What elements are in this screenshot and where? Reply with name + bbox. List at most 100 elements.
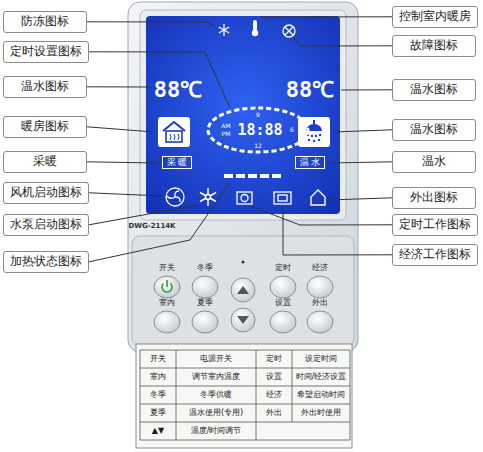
fan-icon: [166, 188, 184, 206]
heating-level-bars: [272, 174, 281, 178]
button-label: 经济: [312, 264, 328, 273]
antifreeze-icon: [219, 24, 229, 36]
button-panel: [132, 236, 354, 346]
clock-mark: AM: [221, 123, 230, 130]
table-cell: 温水使用(专用): [189, 409, 243, 418]
control-button: [270, 311, 296, 333]
pump-icon: [200, 188, 216, 206]
power-symbol: [162, 280, 172, 292]
table-cell: 温度/时间调节: [191, 427, 242, 436]
away-icon: [311, 190, 325, 205]
clock-mark: 9: [256, 112, 260, 119]
callout-box: 温水图标: [392, 119, 476, 141]
heating-level-bars: [248, 174, 257, 178]
table-cell: 经济: [266, 391, 282, 400]
callout-box: 定时设置图标: [3, 41, 89, 63]
table-grid: [256, 350, 257, 440]
leader-line: [89, 182, 230, 262]
timer-icon: [237, 192, 252, 204]
thermometer-icon: [252, 30, 258, 36]
fan-icon: [167, 191, 180, 202]
button-label: 设置: [275, 299, 291, 308]
table-cell: 外出时使用: [301, 409, 341, 418]
node-text: 控制室内暖房: [399, 9, 471, 25]
button-label: 外出: [312, 299, 328, 308]
mode-button-label: 温 水: [295, 156, 326, 169]
heating-level-bars: [260, 174, 269, 178]
leader-line: [87, 22, 215, 26]
control-button: [154, 276, 333, 333]
temperature-readout: 88℃: [154, 78, 203, 102]
device-body: [128, 2, 358, 352]
hot-water-icon: [307, 134, 321, 142]
fault-icon: [283, 25, 295, 37]
table-grid: [140, 404, 350, 405]
table-grid: [140, 440, 350, 441]
control-button: [231, 308, 255, 332]
button-label: 夏季: [197, 299, 213, 308]
thermometer-icon: [252, 20, 258, 36]
hot-water-icon: [313, 140, 315, 142]
control-button: [270, 276, 296, 298]
table-cell: 设定时间: [305, 355, 337, 364]
table-grid: [350, 350, 351, 440]
node-text: 温水图标: [399, 122, 469, 138]
node-text: 故障图标: [399, 38, 469, 54]
hot-water-icon: [319, 134, 321, 136]
table-cell: 定时: [266, 355, 282, 364]
callout-box: 温水图标: [3, 76, 87, 98]
clock-dial: [208, 108, 308, 152]
leader-line: [260, 16, 392, 17]
table-cell: 设置: [266, 373, 282, 382]
callout-box: 经济工作图标: [392, 244, 478, 266]
economy-icon: [274, 192, 291, 204]
button-label: 室内: [159, 299, 175, 308]
leader-line: [334, 130, 392, 132]
pump-icon: [206, 195, 211, 200]
hot-water-icon: [311, 135, 313, 137]
control-button: [231, 278, 255, 302]
hot-water-icon: [298, 117, 330, 147]
leader-line: [87, 162, 158, 163]
node-text: 温水: [399, 154, 469, 170]
leader-line: [87, 86, 149, 87]
clock-mark: PM: [222, 131, 231, 138]
button-label: 定时: [275, 264, 291, 273]
button-label: 冬季: [197, 264, 213, 273]
table-cell: 外出: [266, 409, 282, 418]
callout-box: 定时工作图标: [392, 214, 478, 236]
mode-button-label: 采 暖: [162, 156, 193, 169]
leader-line: [250, 206, 392, 225]
leader-line: [294, 38, 392, 46]
callout-box: 控制室内暖房: [392, 6, 478, 28]
fault-icon: [283, 25, 295, 37]
fault-icon: [285, 27, 293, 35]
temperature-readout: 88℃: [286, 78, 335, 102]
node-text: 暖房图标: [10, 119, 80, 135]
callout-box: 加热状态图标: [3, 251, 89, 273]
table-cell: 调节室内温度: [192, 373, 240, 382]
node-text: 经济工作图标: [399, 247, 471, 263]
leader-line: [328, 198, 392, 200]
node-text: 定时设置图标: [10, 44, 82, 60]
table-cell: 夏季: [150, 409, 166, 418]
hot-water-icon: [313, 120, 315, 124]
thermometer-icon: [253, 20, 257, 31]
callout-box: 防冻图标: [3, 11, 87, 33]
control-button: [307, 276, 333, 298]
heating-level-bars: [224, 174, 281, 178]
leader-line: [89, 205, 198, 225]
heating-level-bars: [224, 174, 233, 178]
hot-water-icon: [315, 135, 317, 137]
timer-icon: [241, 195, 248, 202]
heating-icon: [158, 117, 190, 147]
table-grid: [140, 350, 350, 440]
table-grid: [140, 350, 350, 351]
clock-readout: 18:88: [237, 122, 282, 139]
table-grid: [140, 422, 350, 423]
callout-box: 风机启动图标: [3, 182, 89, 204]
economy-icon: [274, 192, 291, 204]
node-text: 加热状态图标: [10, 254, 82, 270]
table-cell: ▲▼: [152, 427, 164, 436]
